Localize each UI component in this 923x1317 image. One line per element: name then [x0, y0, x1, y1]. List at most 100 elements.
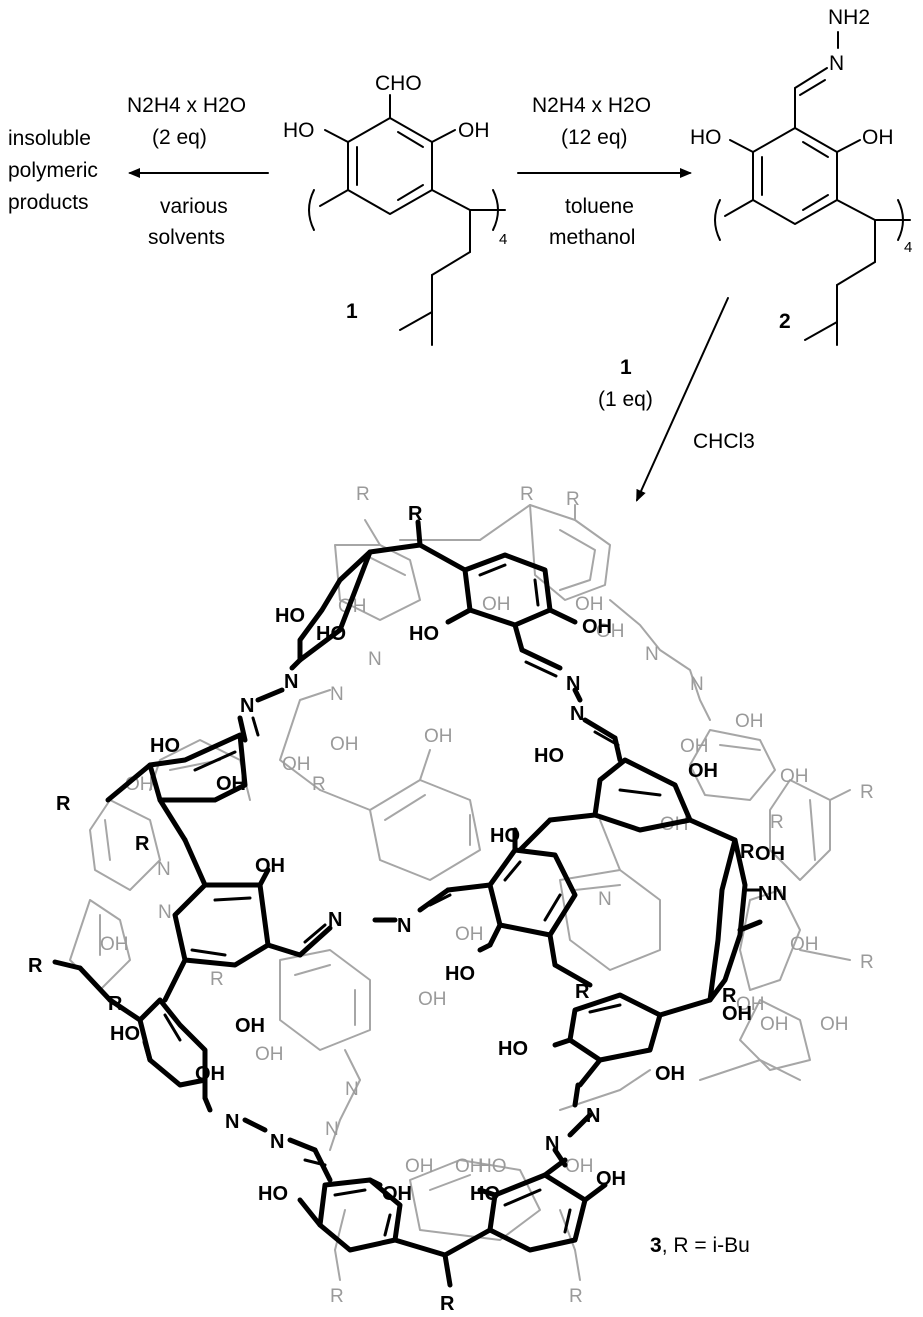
front-oh: OH	[722, 1003, 752, 1025]
compound-2-structure: N NH2 HO OH 4 2	[690, 6, 912, 346]
compound-1-label: 1	[346, 300, 358, 323]
front-ho: HO	[110, 1023, 140, 1045]
grey-r: R	[312, 774, 326, 795]
front-oh: OH	[596, 1168, 626, 1190]
grey-r: R	[770, 812, 784, 833]
grey-r: R	[860, 952, 874, 973]
down-reaction-arrow: 1 (1 eq) CHCl3	[598, 297, 755, 502]
grey-oh: OH	[330, 734, 359, 755]
grey-oh: OH	[424, 726, 453, 747]
front-r: R	[740, 841, 755, 863]
grey-r: R	[860, 782, 874, 803]
front-n: N	[570, 703, 584, 725]
front-ho: HO	[275, 605, 305, 627]
front-ho: HO	[409, 623, 439, 645]
grey-n: N	[157, 859, 171, 880]
grey-oh: OH	[736, 994, 765, 1015]
compound-3-number: 3	[650, 1234, 662, 1257]
products-line-2: polymeric	[8, 159, 98, 182]
grey-oh: OH	[255, 1044, 284, 1065]
front-ho: HO	[534, 745, 564, 767]
front-n: N	[270, 1131, 284, 1153]
c2-ho: HO	[690, 126, 722, 149]
grey-oh: OH	[735, 711, 764, 732]
front-n: N	[397, 915, 411, 937]
grey-r: R	[566, 489, 580, 510]
front-ho: HO	[258, 1183, 288, 1205]
left-reagent-eq: (2 eq)	[152, 126, 207, 149]
front-oh: OH	[582, 616, 612, 638]
front-oh: OH	[216, 773, 246, 795]
c2-n: N	[829, 52, 844, 75]
front-oh: OH	[755, 843, 785, 865]
c1-ho: HO	[283, 119, 315, 142]
front-ho: HO	[316, 623, 346, 645]
front-r: R	[56, 793, 71, 815]
front-r: R	[408, 503, 423, 525]
grey-oh: OH	[100, 934, 129, 955]
front-oh: OH	[688, 760, 718, 782]
left-reagent: N2H4 x H2O	[127, 94, 246, 117]
compound-3-label: 3, R = i-Bu	[650, 1234, 750, 1257]
grey-n: N	[345, 1079, 359, 1100]
front-ho: HO	[470, 1183, 500, 1205]
grey-oh: OH	[405, 1156, 434, 1177]
grey-oh: OH	[760, 1014, 789, 1035]
cage-front-layer: R HO HO HO OH N N N N HO OH HO OH R R HO…	[28, 503, 787, 1315]
front-n: N	[545, 1133, 559, 1155]
front-n: N	[284, 671, 298, 693]
grey-ho: HO	[478, 1156, 507, 1177]
grey-n: N	[690, 674, 704, 695]
left-reaction-arrow: N2H4 x H2O (2 eq) various solvents	[127, 94, 269, 249]
front-r: R	[28, 955, 43, 977]
grey-n: N	[158, 902, 172, 923]
grey-oh: OH	[596, 621, 625, 642]
grey-oh: OH	[820, 1014, 849, 1035]
left-condition-1: various	[160, 195, 228, 218]
grey-r: R	[520, 484, 534, 505]
cage-back-layer: R R R OH OH OH OH N N N N OH OH OH R OH …	[69, 484, 874, 1307]
grey-r: R	[356, 484, 370, 505]
front-r: R	[440, 1293, 455, 1315]
c1-subscript: 4	[499, 231, 507, 248]
front-oh: OH	[195, 1063, 225, 1085]
right-reagent-eq: (12 eq)	[561, 126, 628, 149]
front-oh: OH	[235, 1015, 265, 1037]
compound-2-label: 2	[779, 310, 791, 333]
grey-r: R	[210, 969, 224, 990]
front-n: N	[225, 1111, 239, 1133]
down-reagent-compound: 1	[620, 356, 632, 379]
grey-n: N	[368, 649, 382, 670]
grey-n: N	[325, 1119, 339, 1140]
grey-oh: OH	[282, 754, 311, 775]
grey-oh: OH	[455, 1156, 484, 1177]
c2-subscript: 4	[904, 239, 912, 256]
front-ho: HO	[445, 963, 475, 985]
grey-n: N	[330, 684, 344, 705]
grey-n: N	[645, 644, 659, 665]
grey-oh: OH	[482, 594, 511, 615]
grey-oh: OH	[565, 1156, 594, 1177]
compound-1-structure: CHO HO OH 4 1	[283, 72, 507, 346]
grey-n: N	[598, 889, 612, 910]
front-oh: OH	[655, 1063, 685, 1085]
right-condition-2: methanol	[549, 226, 635, 249]
right-reagent: N2H4 x H2O	[532, 94, 651, 117]
front-r: R	[108, 993, 123, 1015]
grey-r: R	[569, 1286, 583, 1307]
grey-oh: OH	[680, 736, 709, 757]
svg-text:3, R = i-Bu: 3, R = i-Bu	[650, 1234, 750, 1257]
compound-3-definition: , R = i-Bu	[662, 1234, 750, 1257]
down-solvent: CHCl3	[693, 430, 755, 453]
front-r: R	[135, 833, 150, 855]
front-n: N	[328, 909, 342, 931]
left-condition-2: solvents	[148, 226, 225, 249]
grey-oh: OH	[418, 989, 447, 1010]
grey-oh: OH	[780, 766, 809, 787]
c1-cho: CHO	[375, 72, 422, 95]
c2-oh: OH	[862, 126, 894, 149]
products-line-1: insoluble	[8, 127, 91, 150]
c2-nh2: NH2	[828, 6, 870, 29]
insoluble-products-label: insoluble polymeric products	[8, 127, 98, 214]
